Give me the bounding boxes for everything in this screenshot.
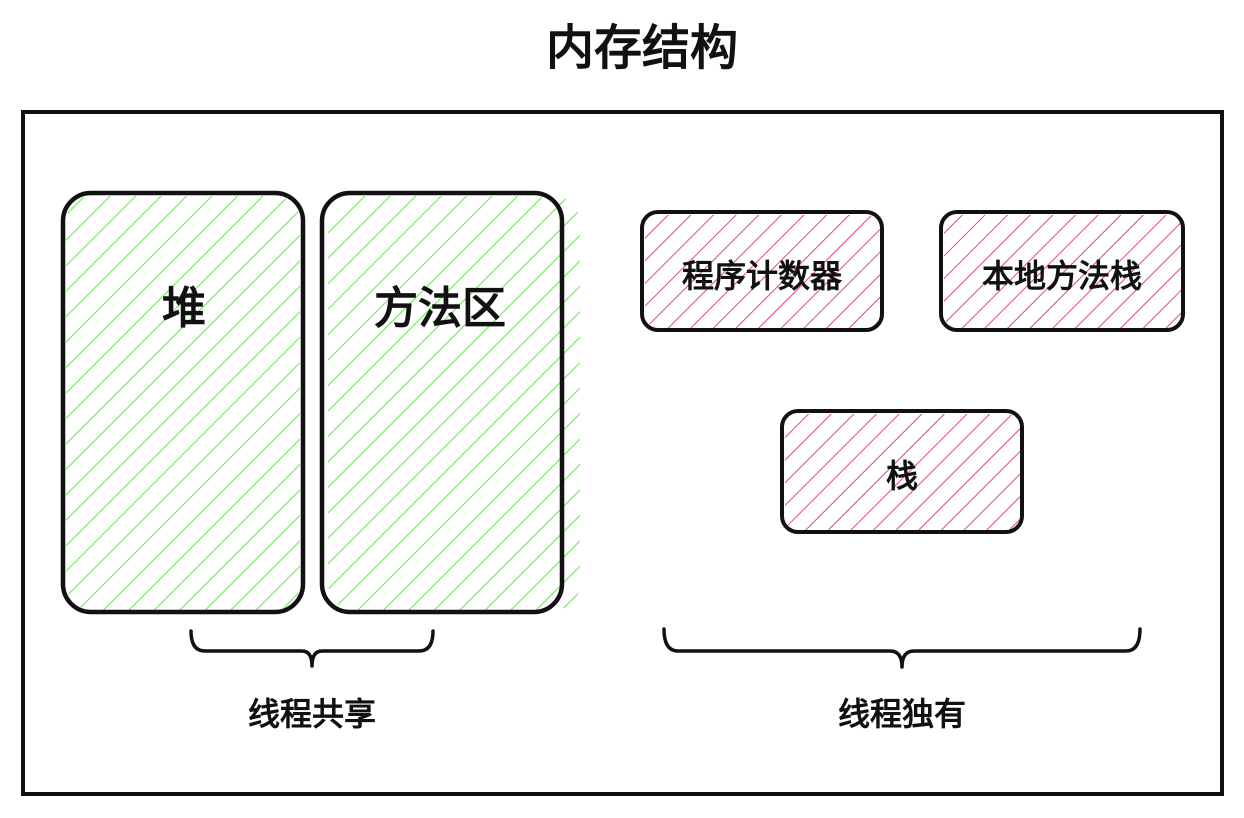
native-method-stack-label: 本地方法栈 — [982, 257, 1142, 295]
heap-hatch — [66, 196, 300, 610]
private-brace — [662, 627, 1142, 669]
method-area-border — [319, 190, 565, 615]
method-area-hatch — [328, 196, 580, 610]
program-counter-box: 程序计数器 — [640, 210, 884, 332]
memory-frame — [21, 110, 1224, 796]
stack-label: 栈 — [886, 457, 918, 495]
method-area-box: 方法区 — [319, 190, 580, 615]
heap-label: 堆 — [162, 283, 206, 334]
program-counter-border — [640, 210, 884, 332]
program-counter-hatch — [645, 215, 881, 328]
native-method-stack-border — [939, 210, 1185, 332]
native-method-stack-box: 本地方法栈 — [939, 210, 1185, 332]
stack-hatch — [785, 414, 1021, 530]
diagram-title: 内存结构 — [546, 20, 738, 76]
stack-border — [780, 409, 1024, 534]
heap-box: 堆 — [60, 190, 306, 615]
shared-group-label: 线程共享 — [248, 695, 376, 733]
heap-border — [60, 190, 306, 615]
private-group-label: 线程独有 — [838, 695, 966, 733]
stack-box: 栈 — [780, 409, 1024, 534]
method-area-label: 方法区 — [374, 283, 506, 334]
program-counter-label: 程序计数器 — [682, 257, 843, 295]
shared-brace — [189, 629, 435, 668]
native-method-stack-hatch — [944, 215, 1182, 328]
